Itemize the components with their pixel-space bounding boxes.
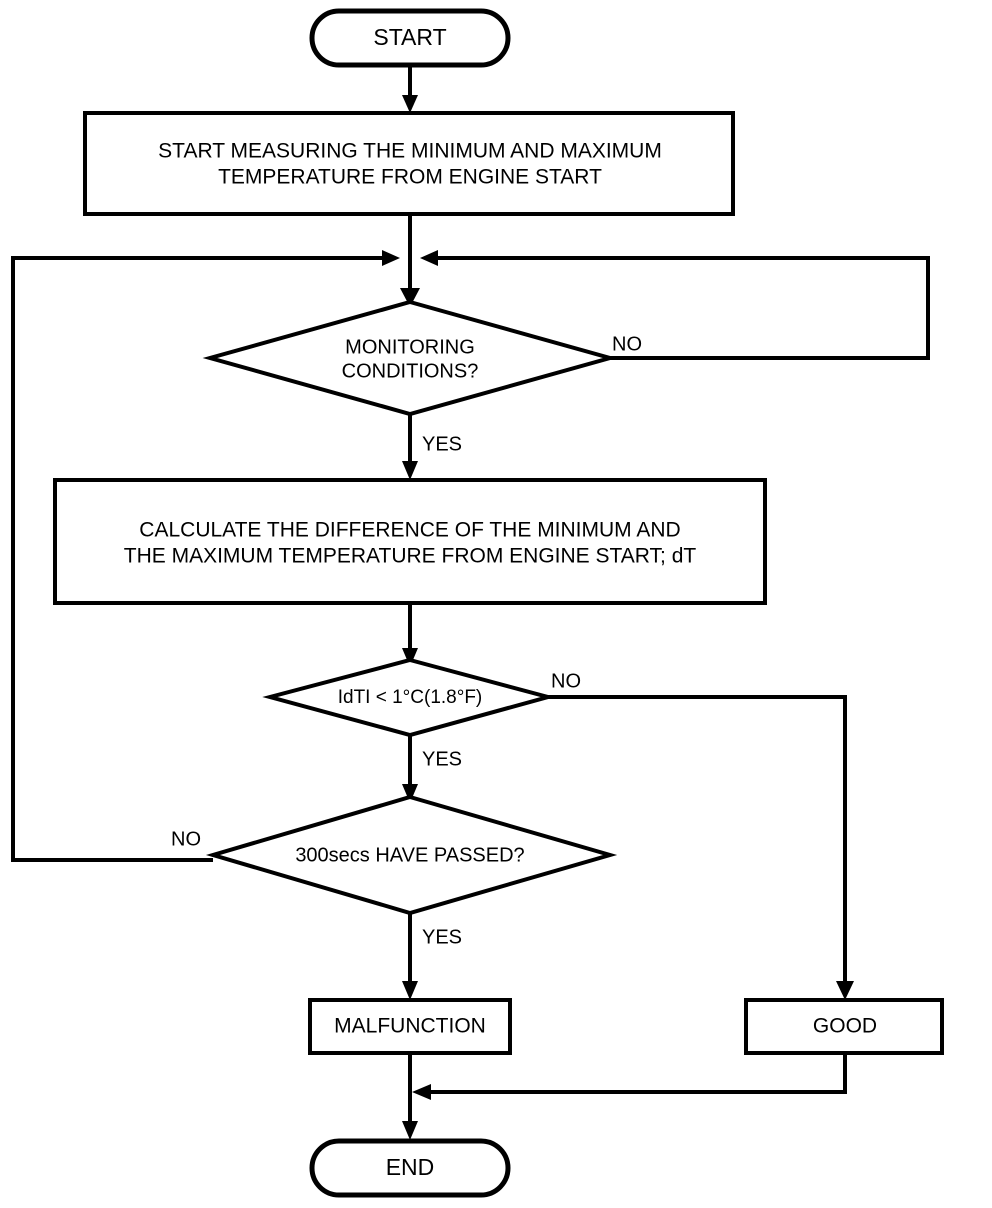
edge-labels: NO YES NO YES NO YES bbox=[171, 333, 642, 948]
arrowhead-start-to-measure bbox=[402, 95, 418, 113]
edge-label-timer-yes: YES bbox=[422, 926, 462, 948]
node-timer-check[interactable]: 300secs HAVE PASSED? bbox=[205, 794, 618, 916]
malfunction-label: MALFUNCTION bbox=[334, 1015, 486, 1038]
node-malfunction[interactable]: MALFUNCTION bbox=[308, 998, 512, 1055]
calculate-shape bbox=[53, 478, 767, 605]
node-measure[interactable]: START MEASURING THE MINIMUM AND MAXIMUM … bbox=[83, 111, 735, 216]
arrowhead-dtcheck-yes bbox=[402, 784, 418, 803]
edge-label-monitoring-yes: YES bbox=[422, 433, 462, 455]
node-good[interactable]: GOOD bbox=[744, 998, 944, 1055]
measure-label-line2: TEMPERATURE FROM ENGINE START bbox=[218, 166, 602, 189]
start-shape bbox=[309, 8, 511, 68]
node-monitoring-conditions[interactable]: MONITORING CONDITIONS? bbox=[202, 299, 618, 417]
dt-check-label: IdTI < 1°C(1.8°F) bbox=[338, 687, 483, 708]
node-start[interactable]: START bbox=[309, 8, 511, 68]
dt-check-shape bbox=[262, 657, 556, 738]
arrowhead-good-to-merge bbox=[412, 1084, 431, 1100]
connector-dtcheck-no-to-good bbox=[548, 695, 847, 995]
edge-label-timer-no: NO bbox=[171, 828, 201, 850]
end-shape bbox=[309, 1138, 511, 1198]
end-label: END bbox=[386, 1154, 435, 1180]
arrowhead-dtcheck-no-to-good bbox=[836, 981, 854, 1000]
measure-shape bbox=[83, 111, 735, 216]
monitoring-label-line2: CONDITIONS? bbox=[342, 360, 479, 382]
connectors bbox=[11, 64, 930, 1140]
connector-loopback-right bbox=[428, 256, 930, 360]
good-shape bbox=[744, 998, 944, 1055]
calculate-label-line2: THE MAXIMUM TEMPERATURE FROM ENGINE STAR… bbox=[124, 545, 697, 568]
calculate-label-line1: CALCULATE THE DIFFERENCE OF THE MINIMUM … bbox=[139, 519, 680, 542]
arrowhead-measure-to-monitoring bbox=[400, 288, 420, 307]
arrowhead-timer-yes bbox=[402, 981, 418, 1000]
malfunction-shape bbox=[308, 998, 512, 1055]
edge-label-monitoring-no: NO bbox=[612, 333, 642, 355]
timer-check-shape bbox=[205, 794, 618, 916]
timer-check-label: 300secs HAVE PASSED? bbox=[295, 844, 524, 866]
start-label: START bbox=[373, 24, 446, 50]
connector-good-to-merge bbox=[424, 1053, 847, 1094]
measure-label-line1: START MEASURING THE MINIMUM AND MAXIMUM bbox=[158, 140, 662, 163]
node-calculate[interactable]: CALCULATE THE DIFFERENCE OF THE MINIMUM … bbox=[53, 478, 767, 605]
connector-loopback-left bbox=[11, 256, 392, 862]
arrowhead-malfunction-to-end bbox=[402, 1121, 418, 1140]
monitoring-label-line1: MONITORING bbox=[345, 336, 475, 358]
arrowhead-monitoring-yes bbox=[402, 461, 418, 480]
edge-label-dt-yes: YES bbox=[422, 748, 462, 770]
arrowhead-calculate-to-dtcheck bbox=[402, 648, 418, 667]
node-end[interactable]: END bbox=[309, 1138, 511, 1198]
node-dt-check[interactable]: IdTI < 1°C(1.8°F) bbox=[262, 657, 556, 738]
good-label: GOOD bbox=[813, 1015, 877, 1038]
arrowhead-loopback-left bbox=[382, 250, 400, 266]
monitoring-shape bbox=[202, 299, 618, 417]
arrowhead-loopback-right bbox=[420, 250, 438, 266]
edge-label-dt-no: NO bbox=[551, 670, 581, 692]
